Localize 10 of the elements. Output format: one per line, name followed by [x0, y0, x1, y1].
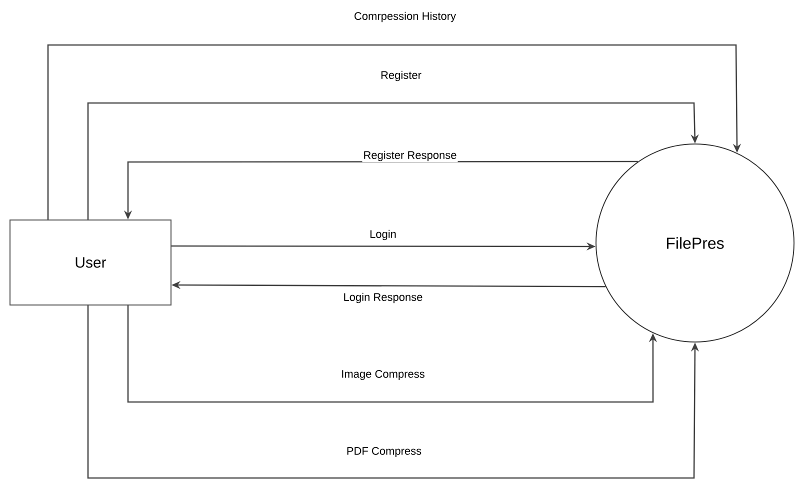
edge-label: Register — [380, 70, 422, 82]
arrow — [87, 102, 699, 220]
arrow — [47, 44, 742, 220]
edge-label: Register Response — [362, 150, 458, 162]
edge-label: PDF Compress — [345, 446, 423, 458]
edge-label: Login — [368, 228, 398, 242]
edge-label: Login Response — [342, 292, 424, 304]
entity-box: User — [10, 220, 172, 306]
edge-label: Comrpession History — [352, 10, 458, 24]
edge-label: Image Compress — [340, 369, 426, 381]
